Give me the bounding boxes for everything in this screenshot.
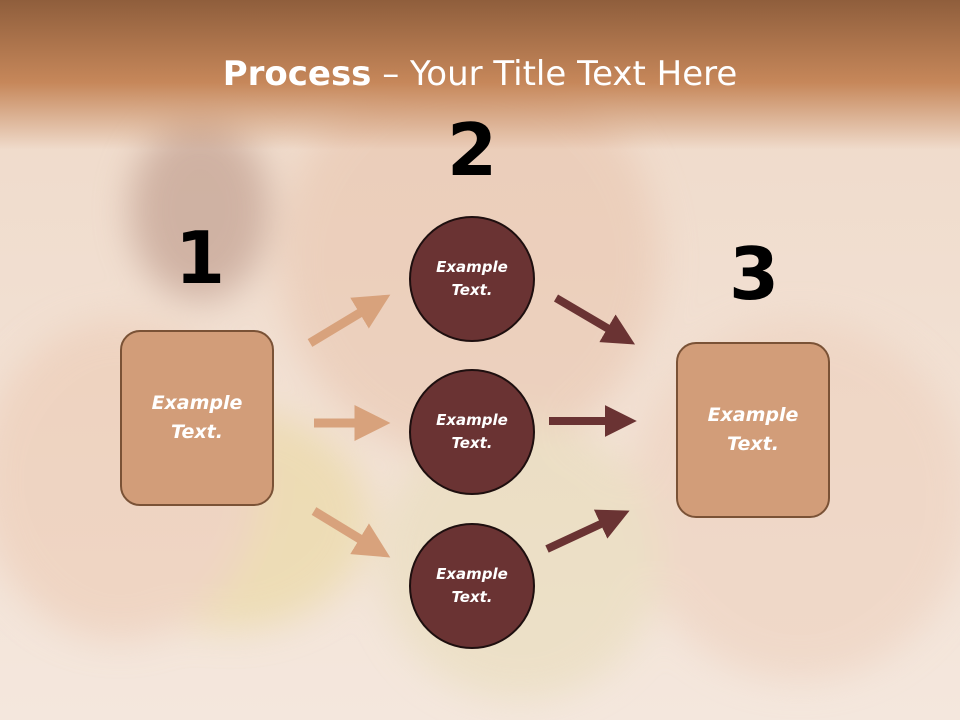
step-1-text: Example Text. [151,392,243,443]
circle-bottom-text: Example Text. [436,565,508,606]
title-band [0,0,960,150]
title-rest: – Your Title Text Here [371,54,738,94]
step-number-1: 1 [174,216,226,300]
step-3-text: Example Text. [707,404,799,455]
step-3-box: Example Text. [676,342,830,518]
circle-middle: Example Text. [409,369,535,495]
circle-bottom: Example Text. [409,523,535,649]
page-title: Process – Your Title Text Here [0,52,960,96]
arrow-box1-to-circle-bottom [311,507,391,558]
circle-middle-text: Example Text. [436,411,508,452]
arrow-circle-bottom-to-box3 [545,509,630,553]
circle-top: Example Text. [409,216,535,342]
step-number-3: 3 [728,232,780,316]
step-1-box: Example Text. [120,330,274,506]
step-number-2: 2 [446,108,498,192]
title-bold: Process [222,54,372,94]
arrow-circle-top-to-box3 [553,294,636,345]
arrow-box1-to-circle-top [307,294,391,347]
circle-top-text: Example Text. [436,258,508,299]
